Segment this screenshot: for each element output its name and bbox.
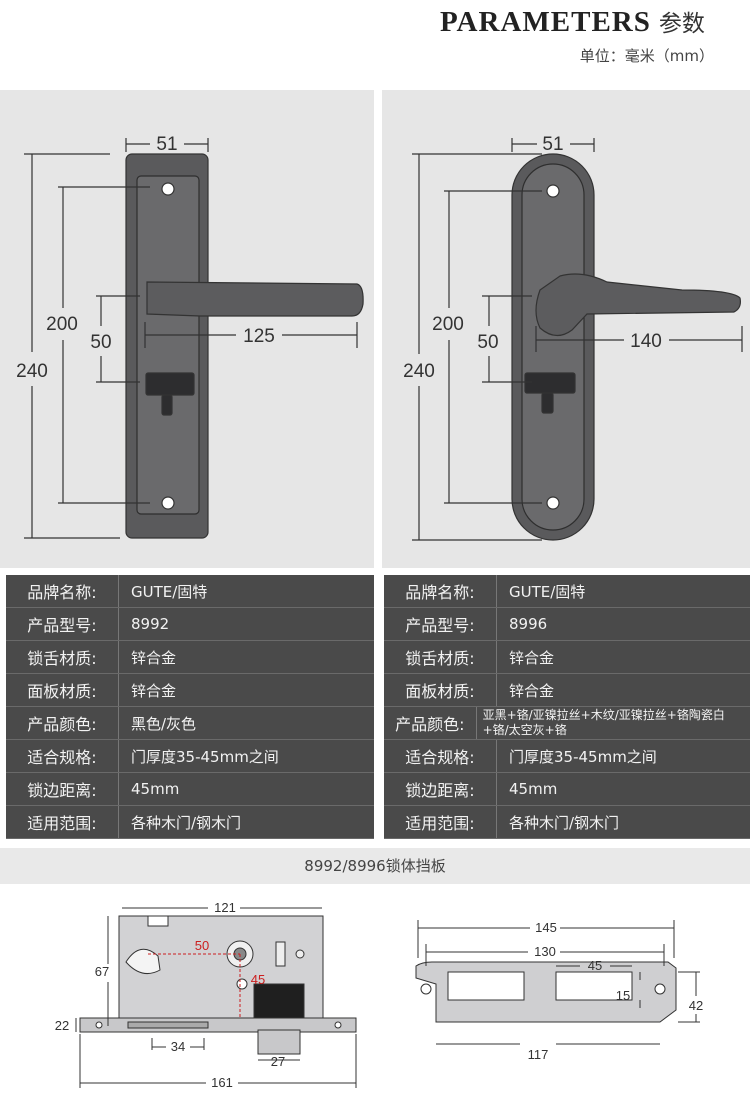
spec-value: 锌合金: [509, 648, 555, 667]
handle-8992-drawing: 51 240 200 50 125: [0, 90, 374, 568]
spec-key: 面板材质:: [27, 682, 97, 701]
spec-row: 产品型号: 8992: [6, 608, 374, 641]
spec-value: 锌合金: [131, 648, 177, 667]
dim-holes: 200: [46, 314, 78, 335]
spec-row: 锁边距离: 45mm: [384, 773, 750, 806]
spec-row: 适合规格: 门厚度35-45mm之间: [6, 740, 374, 773]
spec-separator: [118, 740, 119, 772]
title-cn: 参数: [658, 11, 705, 37]
spec-value: 锌合金: [131, 681, 177, 700]
spec-value: 45mm: [131, 780, 180, 798]
dim-width: 51: [156, 134, 177, 155]
dim-27: 27: [271, 1054, 285, 1069]
dim-width: 51: [542, 134, 563, 155]
spec-row: 锁边距离: 45mm: [6, 773, 374, 806]
spec-separator: [496, 608, 497, 640]
title-en: PARAMETERS: [440, 6, 651, 38]
spec-key: 锁边距离:: [27, 781, 97, 800]
spec-separator: [118, 773, 119, 805]
spec-key: 适用范围:: [405, 814, 475, 833]
spec-key: 锁舌材质:: [27, 649, 97, 668]
dim-45: 45: [251, 972, 265, 987]
spec-separator: [496, 773, 497, 805]
dim-145: 145: [535, 920, 557, 935]
lock-body-and-strike-drawing: 121 50 45 67 22 34 27 161 145 130 45 15 …: [0, 884, 750, 1116]
spec-row: 面板材质: 锌合金: [6, 674, 374, 707]
dim-130: 130: [534, 944, 556, 959]
dim-161: 161: [211, 1075, 233, 1090]
dim-total: 240: [16, 361, 48, 382]
unit-label: 单位：毫米（mm）: [579, 47, 714, 65]
spec-row: 锁舌材质: 锌合金: [384, 641, 750, 674]
spec-key: 产品颜色:: [27, 715, 97, 734]
spec-value: 锌合金: [509, 681, 555, 700]
spec-separator: [475, 707, 477, 739]
spec-value: 各种木门/钢木门: [131, 813, 242, 832]
spec-value: 各种木门/钢木门: [509, 813, 620, 832]
spec-separator: [118, 575, 119, 607]
spec-separator: [496, 674, 497, 706]
section-label: 8992/8996锁体挡板: [0, 848, 750, 884]
spec-value: 门厚度35-45mm之间: [131, 747, 279, 766]
spec-value: GUTE/固特: [509, 582, 586, 601]
spec-separator: [118, 707, 119, 739]
spec-row: 品牌名称: GUTE/固特: [6, 575, 374, 608]
spec-row: 适合规格: 门厚度35-45mm之间: [384, 740, 750, 773]
spec-row: 品牌名称: GUTE/固特: [384, 575, 750, 608]
dim-22: 22: [55, 1018, 69, 1033]
spec-value: GUTE/固特: [131, 582, 208, 601]
spec-separator: [118, 608, 119, 640]
dim-42: 42: [689, 998, 703, 1013]
spec-separator: [496, 641, 497, 673]
dim-67: 67: [95, 964, 109, 979]
dim-total: 240: [403, 361, 435, 382]
dim-handle-to-lock: 50: [90, 332, 111, 353]
spec-row: 产品颜色: 黑色/灰色: [6, 707, 374, 740]
spec-key: 适合规格:: [27, 748, 97, 767]
spec-separator: [496, 806, 497, 838]
spec-row: 面板材质: 锌合金: [384, 674, 750, 707]
spec-separator: [118, 641, 119, 673]
dim-handle-to-lock: 50: [477, 332, 498, 353]
handle-8996-drawing: 51 240 200 50 140: [382, 90, 750, 568]
dim-holes: 200: [432, 314, 464, 335]
spec-key: 品牌名称:: [405, 583, 475, 602]
spec-key: 锁边距离:: [405, 781, 475, 800]
spec-value: 黑色/灰色: [131, 714, 197, 733]
dim-45-strike: 45: [588, 958, 602, 973]
dim-15: 15: [616, 988, 630, 1003]
spec-row: 适用范围: 各种木门/钢木门: [6, 806, 374, 839]
spec-row: 适用范围: 各种木门/钢木门: [384, 806, 750, 839]
spec-value: 亚黑+铬/亚镍拉丝+木纹/亚镍拉丝+铬陶瓷白+铬/太空灰+铬: [482, 708, 725, 737]
spec-value: 8996: [509, 615, 548, 633]
spec-row: 产品颜色: 亚黑+铬/亚镍拉丝+木纹/亚镍拉丝+铬陶瓷白+铬/太空灰+铬: [384, 707, 750, 740]
spec-key: 面板材质:: [405, 682, 475, 701]
dim-121: 121: [214, 900, 236, 915]
spec-row: 锁舌材质: 锌合金: [6, 641, 374, 674]
spec-key: 适用范围:: [27, 814, 97, 833]
dim-117: 117: [528, 1047, 549, 1062]
dim-50: 50: [195, 938, 209, 953]
page-title: PARAMETERS 参数: [440, 4, 705, 44]
spec-key: 锁舌材质:: [405, 649, 475, 668]
spec-separator: [496, 575, 497, 607]
spec-row: 产品型号: 8996: [384, 608, 750, 641]
spec-key: 适合规格:: [405, 748, 475, 767]
dim-handle-length: 140: [630, 331, 662, 352]
spec-value: 45mm: [509, 780, 558, 798]
dim-handle-length: 125: [243, 326, 275, 347]
spec-separator: [496, 740, 497, 772]
dim-34: 34: [171, 1039, 185, 1054]
spec-key: 产品型号:: [405, 616, 475, 635]
spec-value: 8992: [131, 615, 170, 633]
spec-key: 品牌名称:: [27, 583, 97, 602]
spec-separator: [118, 806, 119, 838]
spec-separator: [118, 674, 119, 706]
spec-key: 产品颜色:: [395, 715, 465, 734]
spec-value: 门厚度35-45mm之间: [509, 747, 657, 766]
spec-key: 产品型号:: [27, 616, 97, 635]
